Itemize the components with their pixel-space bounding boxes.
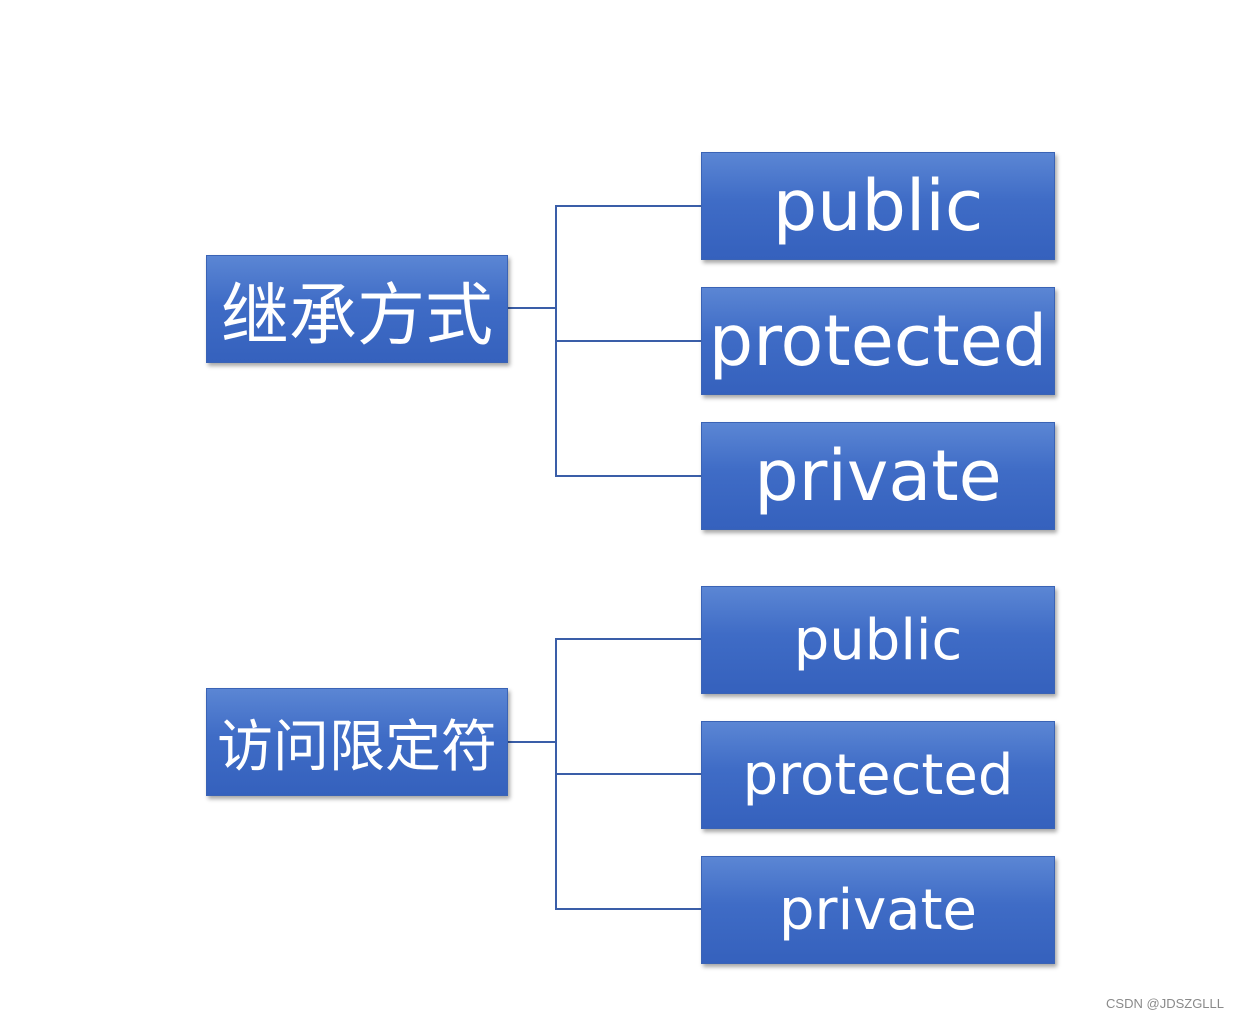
child-node-label: protected (708, 300, 1048, 382)
child-node-label: public (772, 165, 984, 247)
connector-root-stub (508, 307, 556, 309)
connector-branch-private (555, 475, 701, 477)
root-node-access-specifier: 访问限定符 (206, 688, 508, 796)
connector-branch-public (555, 205, 701, 207)
child-node-public: public (701, 152, 1055, 260)
connector-root-stub (508, 741, 556, 743)
child-node-private: private (701, 856, 1055, 964)
root-node-inheritance-mode: 继承方式 (206, 255, 508, 363)
connector-branch-protected (555, 773, 701, 775)
child-node-protected: protected (701, 287, 1055, 395)
child-node-private: private (701, 422, 1055, 530)
connector-branch-protected (555, 340, 701, 342)
child-node-label: public (793, 607, 963, 673)
child-node-label: private (779, 877, 977, 943)
child-node-protected: protected (701, 721, 1055, 829)
child-node-public: public (701, 586, 1055, 694)
child-node-label: protected (742, 742, 1014, 808)
root-node-label: 访问限定符 (217, 714, 497, 780)
connector-branch-public (555, 638, 701, 640)
watermark-text: CSDN @JDSZGLLL (1106, 996, 1224, 1011)
connector-branch-private (555, 908, 701, 910)
child-node-label: private (754, 435, 1002, 517)
root-node-label: 继承方式 (220, 276, 493, 356)
